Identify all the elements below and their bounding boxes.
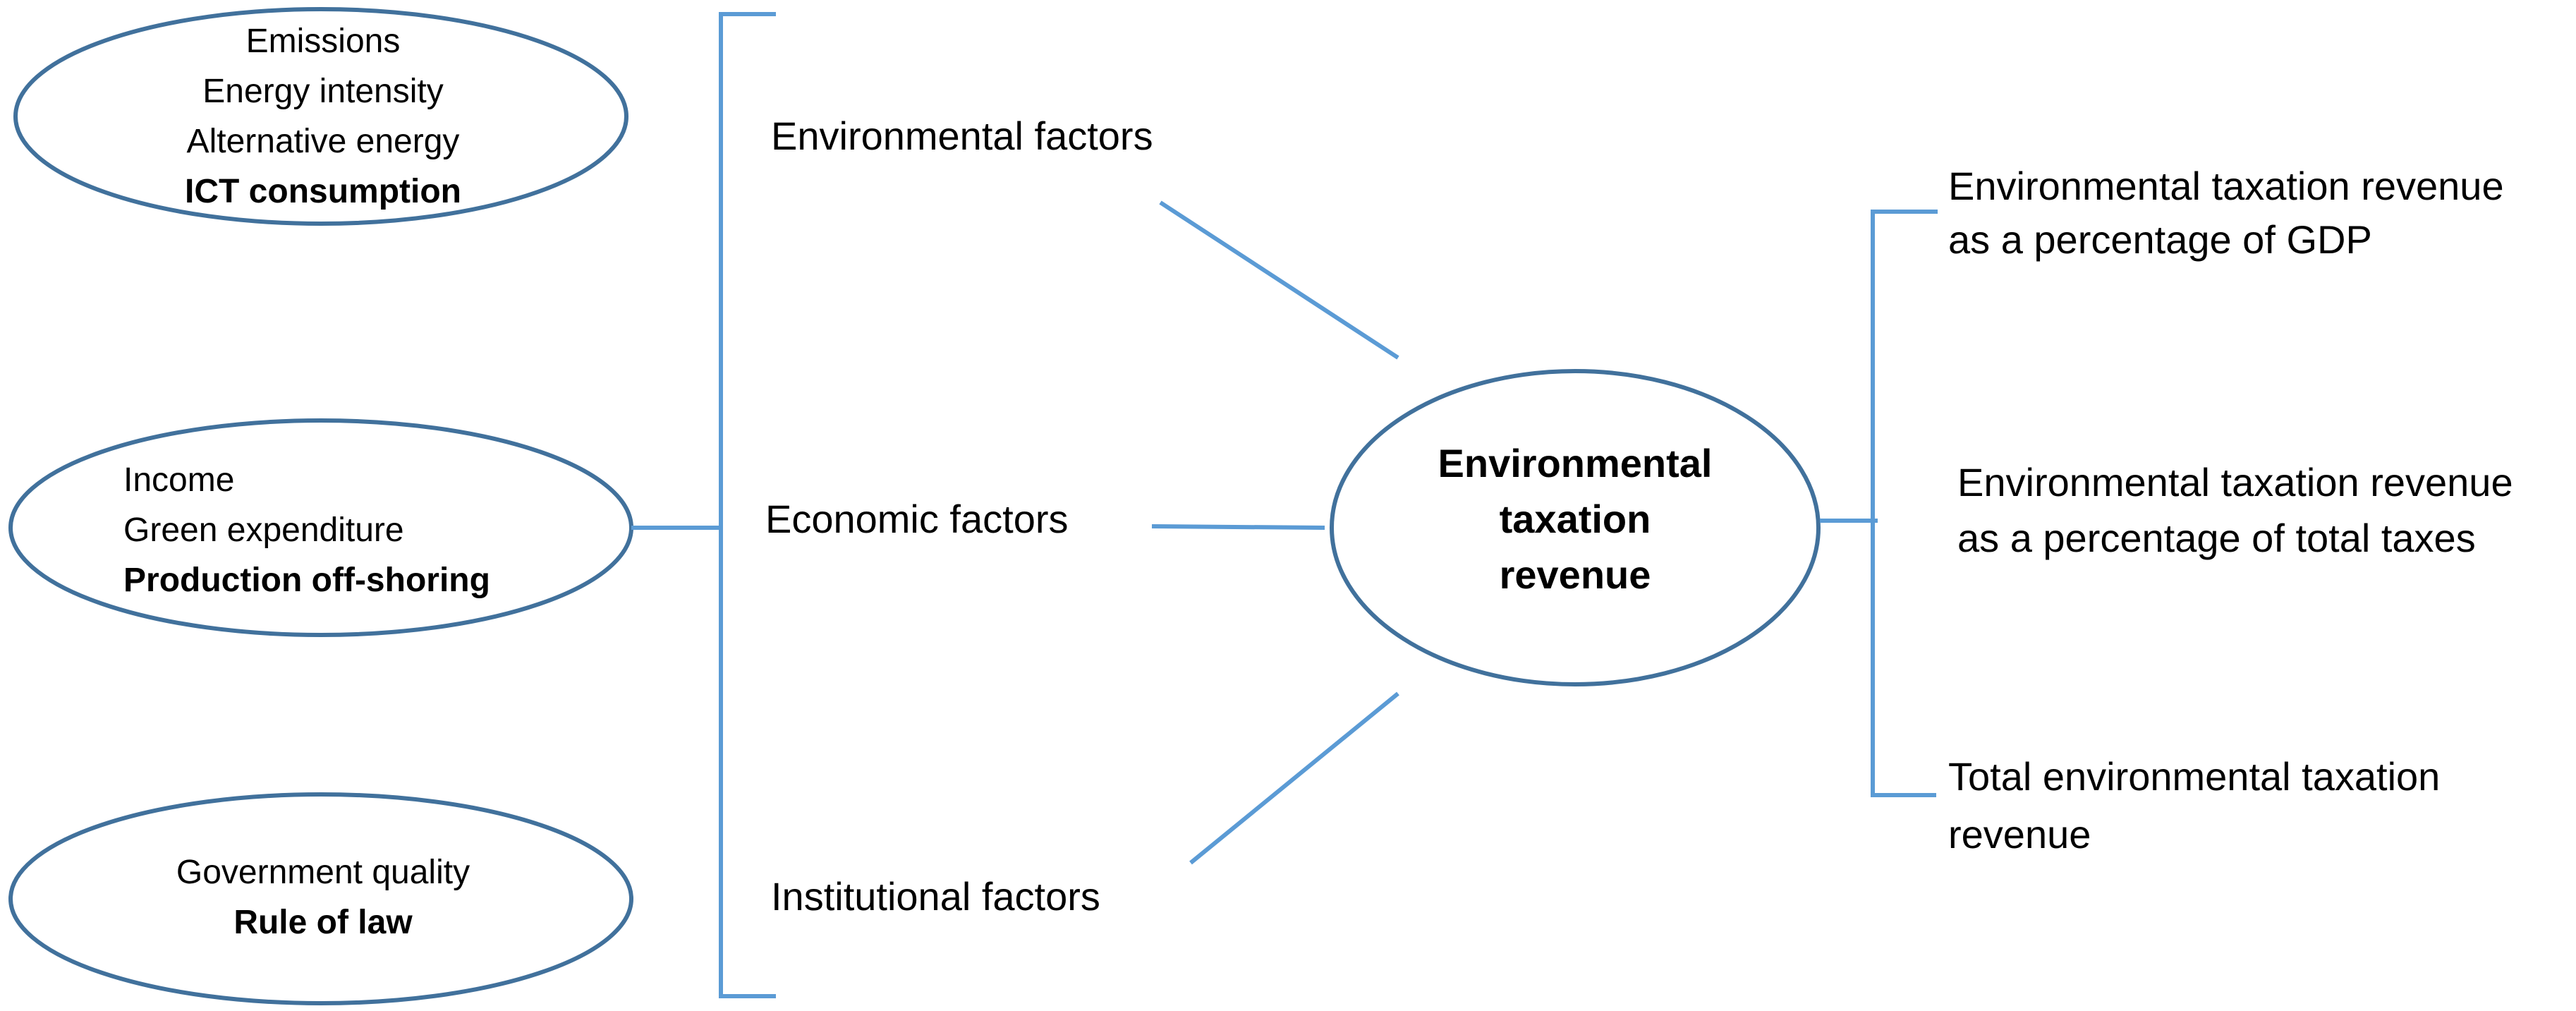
economic-factors-label: Economic factors [765,497,1069,541]
determinant-rule-of-law: Rule of law [233,904,413,941]
center-line-3: revenue [1500,552,1651,597]
right-bracket [1820,210,1938,797]
determinant-energy-intensity: Energy intensity [202,73,444,110]
outcome-pct-total-taxes-line-1: Environmental taxation revenue [1957,460,2513,504]
determinant-income: Income [123,461,234,499]
environmental-taxation-revenue-ellipse [1330,369,1821,686]
center-line-1: Environmental [1438,441,1713,485]
outcome-total-line-2: revenue [1948,812,2091,856]
outcome-pct-total-taxes-line-2: as a percentage of total taxes [1957,516,2476,560]
institutional-determinants-ellipse [8,792,633,1005]
environmental-connector [1159,200,1399,360]
determinant-ict-consumption: ICT consumption [185,173,461,210]
determinant-emissions: Emissions [246,23,401,60]
outcome-pct-gdp-line-2: as a percentage of GDP [1948,217,2372,262]
center-line-2: taxation [1500,497,1651,541]
determinant-government-quality: Government quality [176,854,470,891]
outcome-pct-gdp-line-1: Environmental taxation revenue [1948,164,2504,208]
economic-connector [1151,524,1325,530]
determinant-green-expenditure: Green expenditure [123,511,404,549]
environmental-factors-label: Environmental factors [771,114,1153,158]
left-bracket [631,12,776,998]
determinant-production-off-shoring: Production off-shoring [123,562,490,599]
outcome-total-line-1: Total environmental taxation [1948,754,2440,799]
institutional-factors-label: Institutional factors [771,874,1100,919]
environmental-determinants-ellipse [13,7,628,226]
determinant-alternative-energy: Alternative energy [187,123,460,160]
institutional-connector [1189,691,1399,865]
